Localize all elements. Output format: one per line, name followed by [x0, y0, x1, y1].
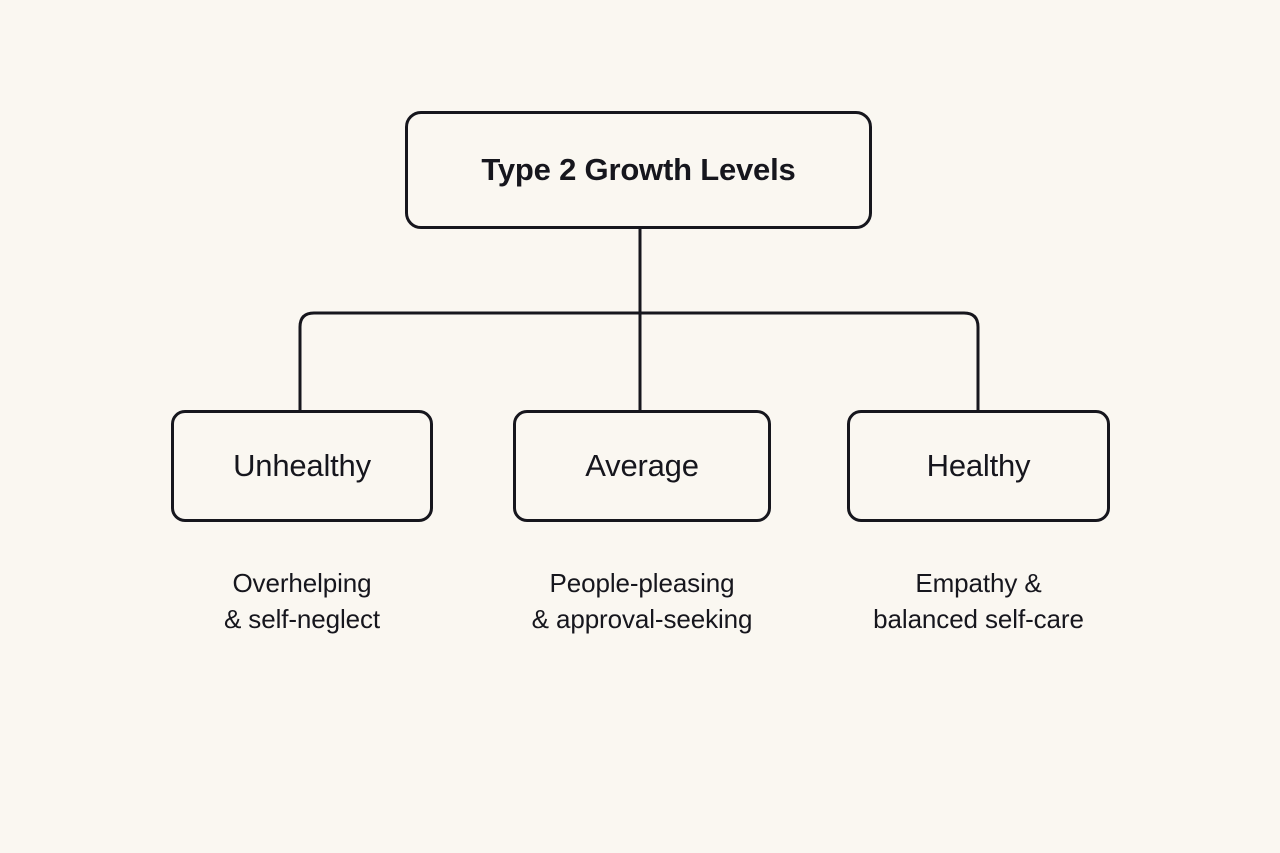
node-healthy-label: Healthy [926, 447, 1031, 483]
caption-unhealthy: Overhelping & self-neglect [151, 566, 453, 638]
caption-healthy: Empathy & balanced self-care [826, 566, 1131, 638]
caption-unhealthy-line1: Overhelping [232, 568, 372, 598]
node-average-label: Average [585, 447, 699, 483]
node-unhealthy-label: Unhealthy [233, 447, 371, 483]
caption-average: People-pleasing & approval-seeking [482, 566, 802, 638]
node-root-label: Type 2 Growth Levels [481, 151, 796, 187]
node-average[interactable]: Average [513, 410, 771, 522]
caption-average-line2: & approval-seeking [531, 603, 753, 634]
node-root[interactable]: Type 2 Growth Levels [405, 111, 872, 229]
caption-unhealthy-line2: & self-neglect [223, 603, 381, 634]
caption-average-line1: People-pleasing [549, 568, 735, 598]
node-healthy[interactable]: Healthy [847, 410, 1110, 522]
caption-healthy-line1: Empathy & [915, 568, 1042, 598]
caption-healthy-line2: balanced self-care [873, 603, 1084, 634]
node-unhealthy[interactable]: Unhealthy [171, 410, 433, 522]
